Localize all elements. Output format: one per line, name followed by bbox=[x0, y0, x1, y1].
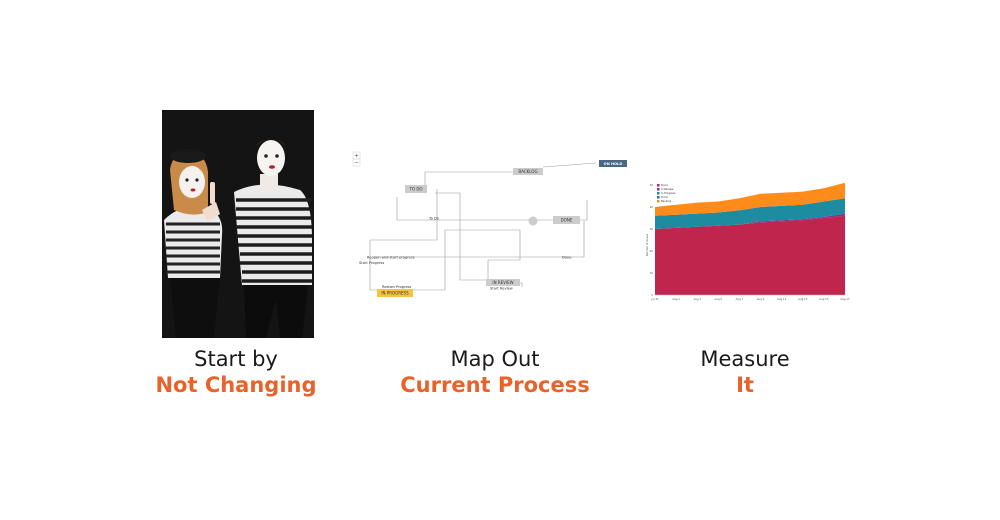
x-tick-label: Aug 9 bbox=[757, 297, 765, 301]
caption-3: Measure It bbox=[595, 346, 895, 398]
transition-start-review: Start Review bbox=[490, 287, 513, 291]
transition-start-progress: Start Progress bbox=[359, 261, 384, 265]
x-tick-label: Jul 31 bbox=[650, 297, 659, 301]
caption-1-bottom: Not Changing bbox=[155, 373, 317, 397]
transition-restart-progress: Restart Progress bbox=[382, 285, 412, 289]
caption-1: Start by Not Changing bbox=[86, 346, 386, 398]
x-tick-label: Aug 17 bbox=[840, 297, 850, 301]
x-tick-label: Aug 11 bbox=[777, 297, 787, 301]
y-tick-label: 30 bbox=[650, 227, 654, 231]
caption-3-bottom: It bbox=[736, 373, 754, 397]
area-backlog bbox=[655, 182, 845, 216]
y-tick-label: 40 bbox=[650, 205, 654, 209]
node-to-do[interactable]: TO DO bbox=[405, 185, 427, 193]
y-tick-label: 20 bbox=[650, 249, 654, 253]
zoom-in-icon: + bbox=[354, 153, 359, 160]
area-in-progress bbox=[655, 198, 845, 229]
node-done[interactable]: DONE bbox=[553, 216, 580, 224]
node-backlog-label: BACKLOG bbox=[518, 169, 537, 174]
workflow-start-node bbox=[528, 216, 538, 226]
caption-3-top: Measure bbox=[700, 347, 790, 371]
chart-areas bbox=[655, 182, 845, 295]
node-backlog[interactable]: BACKLOG bbox=[513, 168, 543, 175]
cumulative-flow-chart: Jul 31 Aug 1 Aug 3 Aug 5 Aug 7 Aug 9 Aug 11 Aug… bbox=[645, 182, 850, 301]
node-in-review[interactable]: IN REVIEW bbox=[486, 279, 520, 286]
legend-label: In Review bbox=[661, 187, 674, 191]
y-axis-label: Number of issues bbox=[645, 233, 649, 256]
x-tick-label: Aug 13 bbox=[798, 297, 808, 301]
y-tick-label: 50 bbox=[650, 183, 654, 187]
y-tick-label: 10 bbox=[650, 271, 654, 275]
mime-photo bbox=[162, 110, 314, 338]
x-tick-label: Aug 3 bbox=[693, 297, 701, 301]
x-tick-label: Aug 1 bbox=[672, 297, 680, 301]
legend-label: Done bbox=[661, 183, 668, 187]
node-to-do-label: TO DO bbox=[408, 187, 422, 192]
node-on-hold-label: ON HOLD bbox=[604, 162, 623, 166]
legend-swatch bbox=[657, 188, 660, 191]
workflow-diagram: + − ON HOLD BACKLOG TO DO DONE IN REVIEW bbox=[352, 151, 627, 297]
zoom-in-button[interactable]: + bbox=[352, 151, 361, 160]
legend-swatch bbox=[657, 184, 660, 187]
mime-illustration bbox=[162, 110, 314, 338]
caption-2-bottom: Current Process bbox=[400, 373, 590, 397]
legend-swatch bbox=[657, 200, 660, 203]
x-tick-label: Aug 15 bbox=[819, 297, 829, 301]
x-tick-label: Aug 5 bbox=[715, 297, 723, 301]
y-tick-label: 0 bbox=[651, 293, 653, 297]
zoom-out-icon: − bbox=[354, 160, 359, 167]
node-on-hold[interactable]: ON HOLD bbox=[599, 160, 627, 167]
node-done-label: DONE bbox=[561, 218, 573, 223]
legend-label: Backlog bbox=[661, 199, 672, 203]
area-done bbox=[655, 215, 845, 295]
legend-swatch bbox=[657, 196, 660, 199]
caption-1-top: Start by bbox=[194, 347, 278, 371]
legend-label: In Progress bbox=[661, 191, 676, 195]
caption-2: Map Out Current Process bbox=[345, 346, 645, 398]
transition-to-do: To Do bbox=[428, 217, 439, 221]
transition-done: Done bbox=[562, 256, 572, 260]
transition-reopen: Reopen and start progress bbox=[367, 256, 415, 260]
node-in-progress-label: IN PROGRESS bbox=[381, 291, 409, 296]
legend-label: To Do bbox=[661, 195, 669, 199]
workflow-edges bbox=[369, 162, 597, 291]
x-tick-label: Aug 7 bbox=[736, 297, 744, 301]
node-in-review-label: IN REVIEW bbox=[492, 280, 513, 285]
caption-2-top: Map Out bbox=[450, 347, 540, 371]
chart-axes: Jul 31 Aug 1 Aug 3 Aug 5 Aug 7 Aug 9 Aug 11 Aug… bbox=[645, 183, 850, 301]
zoom-out-button[interactable]: − bbox=[352, 158, 361, 167]
legend-swatch bbox=[657, 192, 660, 195]
node-in-progress[interactable]: IN PROGRESS bbox=[377, 289, 413, 297]
